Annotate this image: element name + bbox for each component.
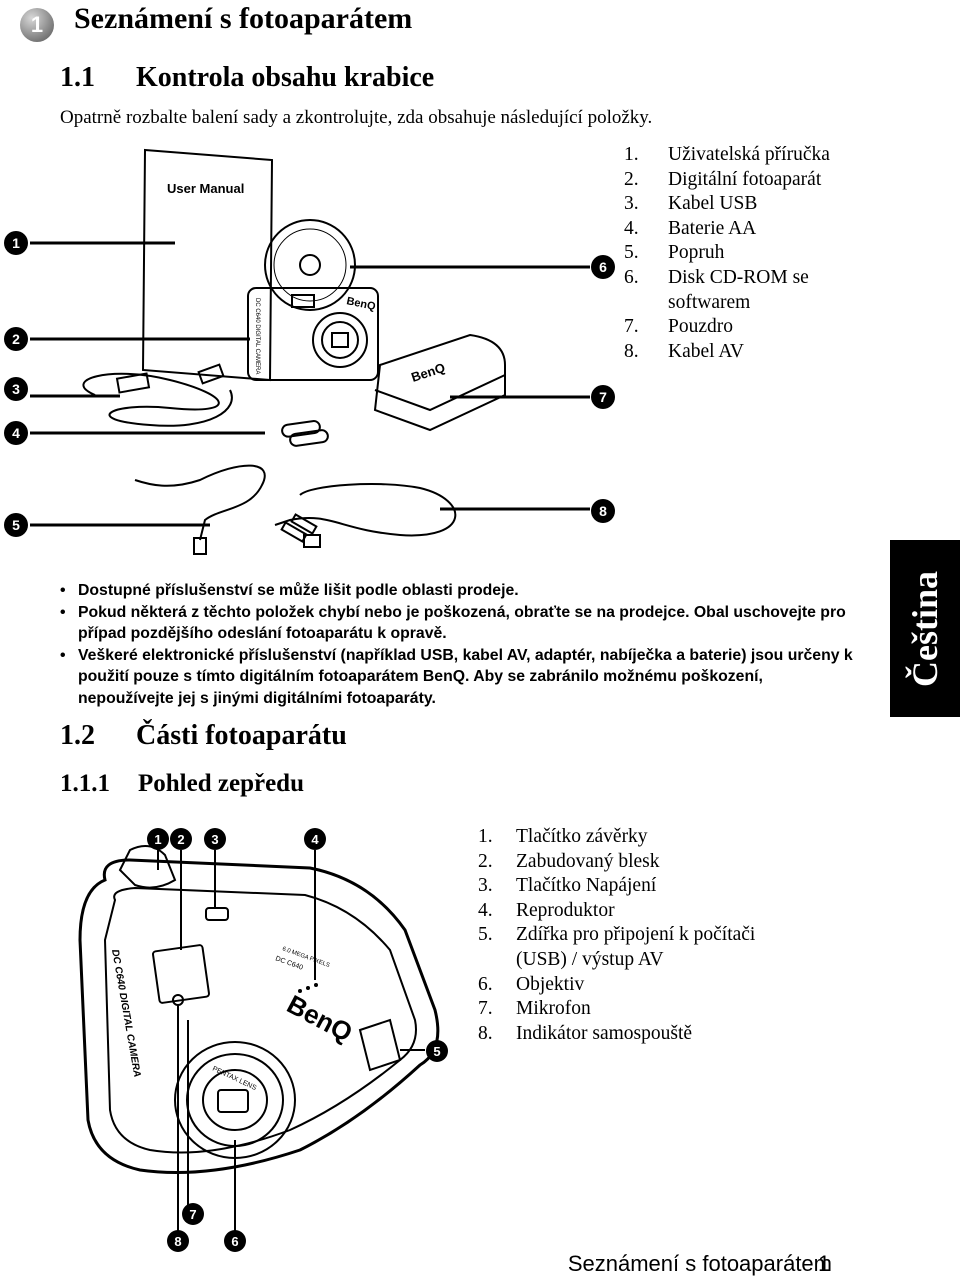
callout-8-badge	[591, 499, 615, 523]
callout-2-number: 2	[177, 832, 184, 847]
list-item: 7.Mikrofon	[478, 998, 591, 1020]
camera-brand-label: BenQ	[345, 295, 377, 313]
camera-front-view-illustration: BenQ DC C640 DIGITAL CAMERA DC C640 6.0 …	[78, 828, 448, 1252]
callout-8-number: 8	[174, 1234, 181, 1249]
list-item: 2.Zabudovaný blesk	[478, 850, 660, 872]
list-item: 5.Zdířka pro připojení k počítači	[478, 924, 756, 946]
section-title: Části fotoaparátu	[136, 720, 347, 751]
list-item: 4.Baterie AA	[624, 217, 757, 239]
callout-4-badge	[304, 828, 326, 850]
callout-6-badge	[591, 255, 615, 279]
callout-3-number: 3	[211, 832, 218, 847]
cd-rom-shape	[264, 219, 356, 311]
callout-7-badge	[591, 385, 615, 409]
list-item: 8.Indikátor samospouště	[478, 1022, 693, 1044]
page-number: 1	[818, 1251, 831, 1276]
callout-7-number: 7	[189, 1207, 196, 1222]
callout-4-number: 4	[311, 832, 319, 847]
usb-av-port-shape	[358, 1018, 402, 1072]
flash-window-shape	[152, 944, 210, 1004]
callout-4-badge	[4, 421, 28, 445]
aa-battery-shape	[281, 420, 321, 438]
list-item: (USB) / výstup AV	[516, 948, 664, 970]
note-item: Dostupné příslušenství se může lišit pod…	[60, 580, 860, 602]
list-item: 1.Uživatelská příručka	[624, 144, 830, 165]
strap-shape	[134, 464, 266, 541]
list-item: 6.Objektiv	[478, 973, 585, 995]
pouch-brand-label: BenQ	[409, 360, 447, 385]
section-number: 1.2	[60, 720, 95, 751]
list-item: 7.Pouzdro	[624, 316, 733, 338]
callout-1-badge	[147, 828, 169, 850]
callout-5-badge	[4, 513, 28, 537]
list-item: 8.Kabel AV	[624, 340, 745, 362]
list-item: 4.Reproduktor	[478, 899, 615, 921]
callout-3-badge	[204, 828, 226, 850]
chapter-title: Seznámení s fotoaparátem	[74, 2, 413, 35]
callout-2-badge	[170, 828, 192, 850]
subsection-number: 1.1.1	[60, 770, 110, 797]
camera-model-label: DC C640 DIGITAL CAMERA	[254, 298, 260, 374]
callout-2-badge	[4, 327, 28, 351]
callout-7-badge	[182, 1203, 204, 1225]
callout-1-number: 1	[154, 832, 161, 847]
callout-6-badge	[224, 1230, 246, 1252]
footer-chapter-title: Seznámení s fotoaparátem	[567, 1251, 832, 1276]
section-heading-1-2: 1.2 Části fotoaparátu	[60, 720, 347, 752]
camera-side-label: DC C640 DIGITAL CAMERA	[109, 949, 142, 1079]
camera-shape	[247, 287, 379, 381]
callout-3-number: 3	[12, 381, 20, 397]
chapter-number-badge: 1	[20, 8, 54, 42]
list-item: 6.Disk CD-ROM se	[624, 266, 809, 288]
section-heading-1-1: 1.1 Kontrola obsahu krabice	[60, 62, 434, 94]
callout-7-number: 7	[599, 389, 607, 405]
callout-5-badge	[426, 1040, 448, 1062]
callout-5-number: 5	[12, 517, 20, 533]
list-item: 5.Popruh	[624, 242, 725, 264]
subsection-title: Pohled zepředu	[138, 770, 304, 797]
camera-body-shape	[78, 858, 440, 1174]
usb-cable-shape	[82, 372, 233, 427]
list-item: 3.Kabel USB	[624, 193, 758, 215]
note-item: Veškeré elektronické příslušenství (např…	[60, 645, 860, 710]
camera-brand-label: BenQ	[282, 989, 357, 1048]
callout-4-number: 4	[12, 425, 20, 441]
intro-paragraph: Opatrně rozbalte balení sady a zkontrolu…	[60, 107, 653, 128]
section-number: 1.1	[60, 62, 95, 93]
pouch-shape	[373, 333, 506, 432]
callout-2-number: 2	[12, 331, 20, 347]
power-button-shape	[205, 907, 229, 921]
shutter-button-shape	[118, 845, 177, 889]
callout-8-number: 8	[599, 503, 607, 519]
note-item: Pokud některá z těchto položek chybí neb…	[60, 602, 860, 645]
callout-5-number: 5	[433, 1044, 440, 1059]
callout-3-badge	[4, 377, 28, 401]
subsection-heading-1-1-1: 1.1.1 Pohled zepředu	[60, 770, 304, 798]
list-item: 2.Digitální fotoaparát	[624, 168, 822, 190]
box-contents-illustration: User Manual BenQ BenQ DC C640 DIGITAL CA…	[4, 148, 615, 555]
callout-1-badge	[4, 231, 28, 255]
notes-list: Dostupné příslušenství se může lišit pod…	[60, 580, 860, 710]
language-label: Čeština	[905, 570, 945, 687]
section-title: Kontrola obsahu krabice	[136, 62, 435, 93]
list-item: 3.Tlačítko Napájení	[478, 875, 657, 897]
av-cable-shape	[274, 483, 457, 537]
list-item: softwarem	[668, 291, 751, 313]
callout-8-badge	[167, 1230, 189, 1252]
callout-1-number: 1	[12, 235, 20, 251]
list-item: 1.Tlačítko závěrky	[478, 826, 648, 847]
front-view-parts-list: 1.Tlačítko závěrky 2.Zabudovaný blesk 3.…	[478, 825, 755, 1046]
callout-6-number: 6	[599, 259, 607, 275]
box-contents-list: 1.Uživatelská příručka 2.Digitální fotoa…	[624, 143, 830, 364]
user-manual-label: User Manual	[167, 181, 244, 196]
callout-6-number: 6	[231, 1234, 238, 1249]
language-side-tab: Čeština	[890, 540, 960, 717]
